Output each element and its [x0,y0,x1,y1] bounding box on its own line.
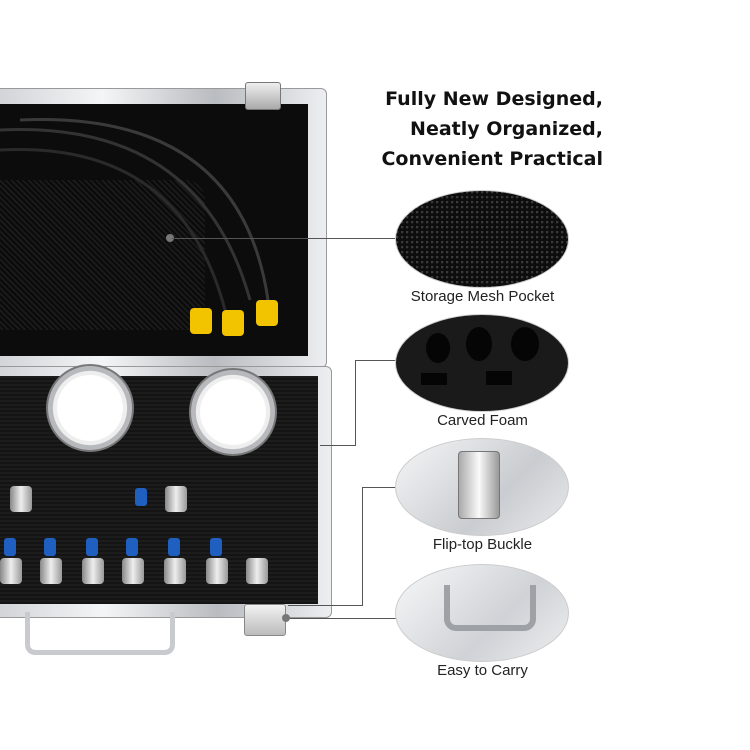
callout-line [288,618,396,619]
callout-line [355,360,396,361]
mesh-pocket-detail [395,190,569,288]
fitting [165,486,187,512]
headline-line-2: Neatly Organized, [410,118,603,140]
carved-foam-detail [395,314,569,412]
hoses [0,118,270,311]
yellow-coupler [190,308,212,334]
callout-line [288,605,363,606]
buckle-detail [395,438,569,536]
feature-label-flip-top-buckle: Flip-top Buckle [432,536,533,553]
lid-latch [245,82,281,110]
feature-label-easy-to-carry: Easy to Carry [437,662,528,679]
callout-line [362,487,363,605]
carry-handle [25,612,175,655]
yellow-coupler [222,310,244,336]
headline: Fully New Designed, Neatly Organized, Co… [381,84,603,174]
callout-dot [282,614,290,622]
handle-detail [395,564,569,662]
base-buckle [244,604,286,636]
feature-label-mesh-pocket: Storage Mesh Pocket [410,288,555,305]
yellow-coupler [256,300,278,326]
headline-line-3: Convenient Practical [381,148,603,170]
callout-line [355,360,356,445]
blue-fitting [135,488,147,506]
callout-line [362,487,396,488]
callout-dot [166,234,174,242]
callout-line [320,445,356,446]
headline-line-1: Fully New Designed, [385,88,603,110]
fitting [10,486,32,512]
pressure-gauge [189,368,277,456]
feature-label-carved-foam: Carved Foam [437,412,528,429]
callout-line [172,238,396,239]
pressure-gauge [46,364,134,452]
